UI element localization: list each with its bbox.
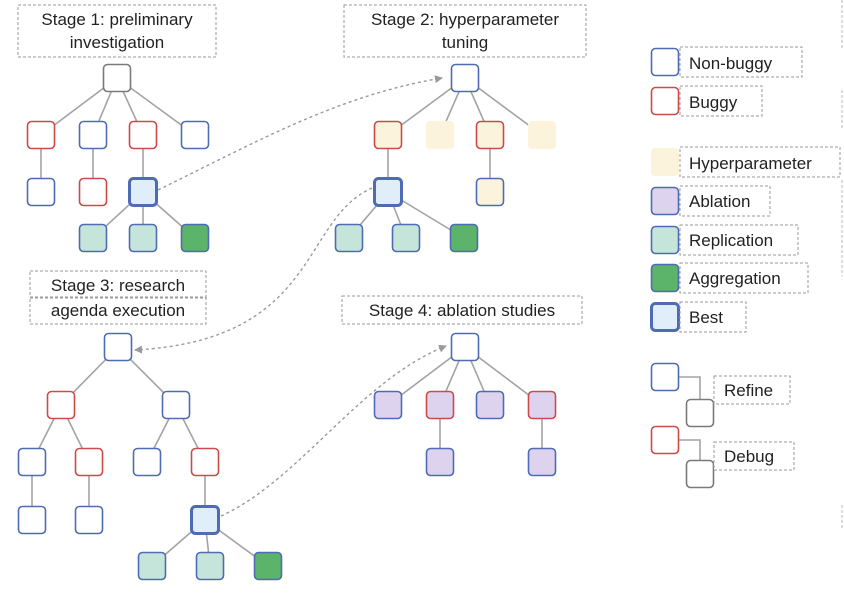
legend-swatch-hyperparameter [650,147,680,177]
node-s3-best [190,505,220,535]
stage4-label: Stage 4: ablation studies [341,295,583,325]
node-s1-f [78,177,108,207]
node-s1-d [180,120,210,150]
node-s3-agg [253,551,283,581]
legend-swatch-buggy [650,86,680,116]
stage2-label-line1: Stage 2: hyperparameter [371,10,559,29]
node-s3-a [46,390,76,420]
legend: Non-buggy Buggy Hyperparameter Ablation … [679,0,843,530]
legend-label-buggy: Buggy [689,93,738,112]
legend-label-best: Best [689,308,723,327]
node-s3-rep1 [137,551,167,581]
node-s4-b [425,390,455,420]
node-s4-e [425,447,455,477]
node-s4-c [475,390,505,420]
node-s1-root [102,63,132,93]
legend-swatch-aggregation [650,263,680,293]
connector-legend-refine-from-to-legend-refine-to [678,376,701,400]
node-s4-d [527,390,557,420]
stage3-label: Stage 3: research agenda execution [29,270,207,325]
node-s2-rep2 [391,223,421,253]
node-s1-e [26,177,56,207]
node-s1-a [26,120,56,150]
legend-label-replication: Replication [689,231,773,250]
node-s3-h [74,505,104,535]
stage1-label-line1: Stage 1: preliminary [41,10,193,29]
stage2-label-line2: tuning [442,33,488,52]
node-s4-f [527,447,557,477]
legend-swatch-ablation [650,186,680,216]
node-s2-a [373,120,403,150]
node-s4-root [450,332,480,362]
legend-label-ablation: Ablation [689,192,750,211]
node-s1-best [128,177,158,207]
node-s1-c [128,120,158,150]
node-s3-rep2 [195,551,225,581]
stage3-label-line1: Stage 3: research [51,276,185,295]
arrow-stage2-to-stage3 [134,187,373,354]
node-s3-f [190,447,220,477]
node-s2-c [475,120,505,150]
node-s2-best [373,177,403,207]
legend-label-debug: Debug [724,447,774,466]
stage3-label-line2: agenda execution [51,301,185,320]
legend-label-refine: Refine [724,381,773,400]
node-s1-rep1 [78,223,108,253]
legend-debug-to [685,459,715,489]
arrow-stage3-to-stage4 [220,344,447,517]
legend-swatch-replication [650,225,680,255]
legend-swatch-best [650,302,680,332]
legend-refine-from [650,362,680,392]
legend-label-aggregation: Aggregation [689,269,781,288]
node-s3-b [161,390,191,420]
node-s2-root [450,63,480,93]
stage1-label: Stage 1: preliminary investigation [17,4,217,58]
node-s1-rep2 [128,223,158,253]
legend-label-non-buggy: Non-buggy [689,54,773,73]
node-s1-agg [180,223,210,253]
node-s2-d [527,120,557,150]
arrow-stage1-to-stage2 [157,75,443,191]
node-s3-g [17,505,47,535]
stage2-label: Stage 2: hyperparameter tuning [343,4,587,58]
node-s1-b [78,120,108,150]
node-s2-rep1 [334,223,364,253]
legend-debug-from [650,425,680,455]
stage4-label-line1: Stage 4: ablation studies [369,301,555,320]
legend-label-hyperparameter: Hyperparameter [689,154,812,173]
legend-refine-to [685,398,715,428]
node-s3-e [132,447,162,477]
legend-swatch-non-buggy [650,47,680,77]
node-s2-b [425,120,455,150]
connector-legend-debug-from-to-legend-debug-to [678,439,701,461]
node-s4-a [373,390,403,420]
node-s3-c [17,447,47,477]
node-s3-d [74,447,104,477]
node-s2-agg [449,223,479,253]
node-s3-root [103,332,133,362]
stage1-label-line2: investigation [70,33,165,52]
node-s2-e [475,177,505,207]
